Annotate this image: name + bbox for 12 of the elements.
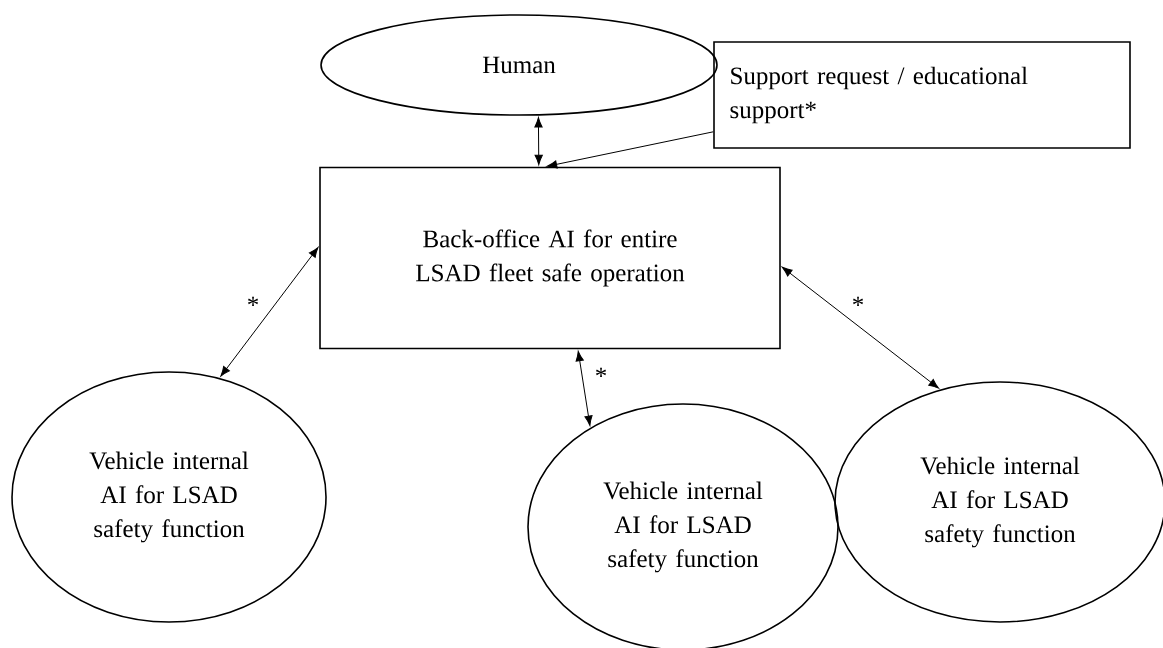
arrow <box>534 117 543 166</box>
edge-label: * <box>850 295 866 315</box>
oval-node: Vehicle internal AI for LSAD safety function <box>11 371 327 623</box>
process-box: Support request / educational support* <box>713 41 1131 149</box>
arrow <box>781 266 939 389</box>
edge-label: * <box>593 366 609 386</box>
arrow <box>220 247 319 377</box>
process-box: Back-office AI for entire LSAD fleet safe operation <box>319 166 781 350</box>
edge-label: * <box>245 295 261 315</box>
arrow <box>546 131 714 169</box>
oval-node: Human <box>320 14 718 116</box>
arrow <box>575 350 593 426</box>
